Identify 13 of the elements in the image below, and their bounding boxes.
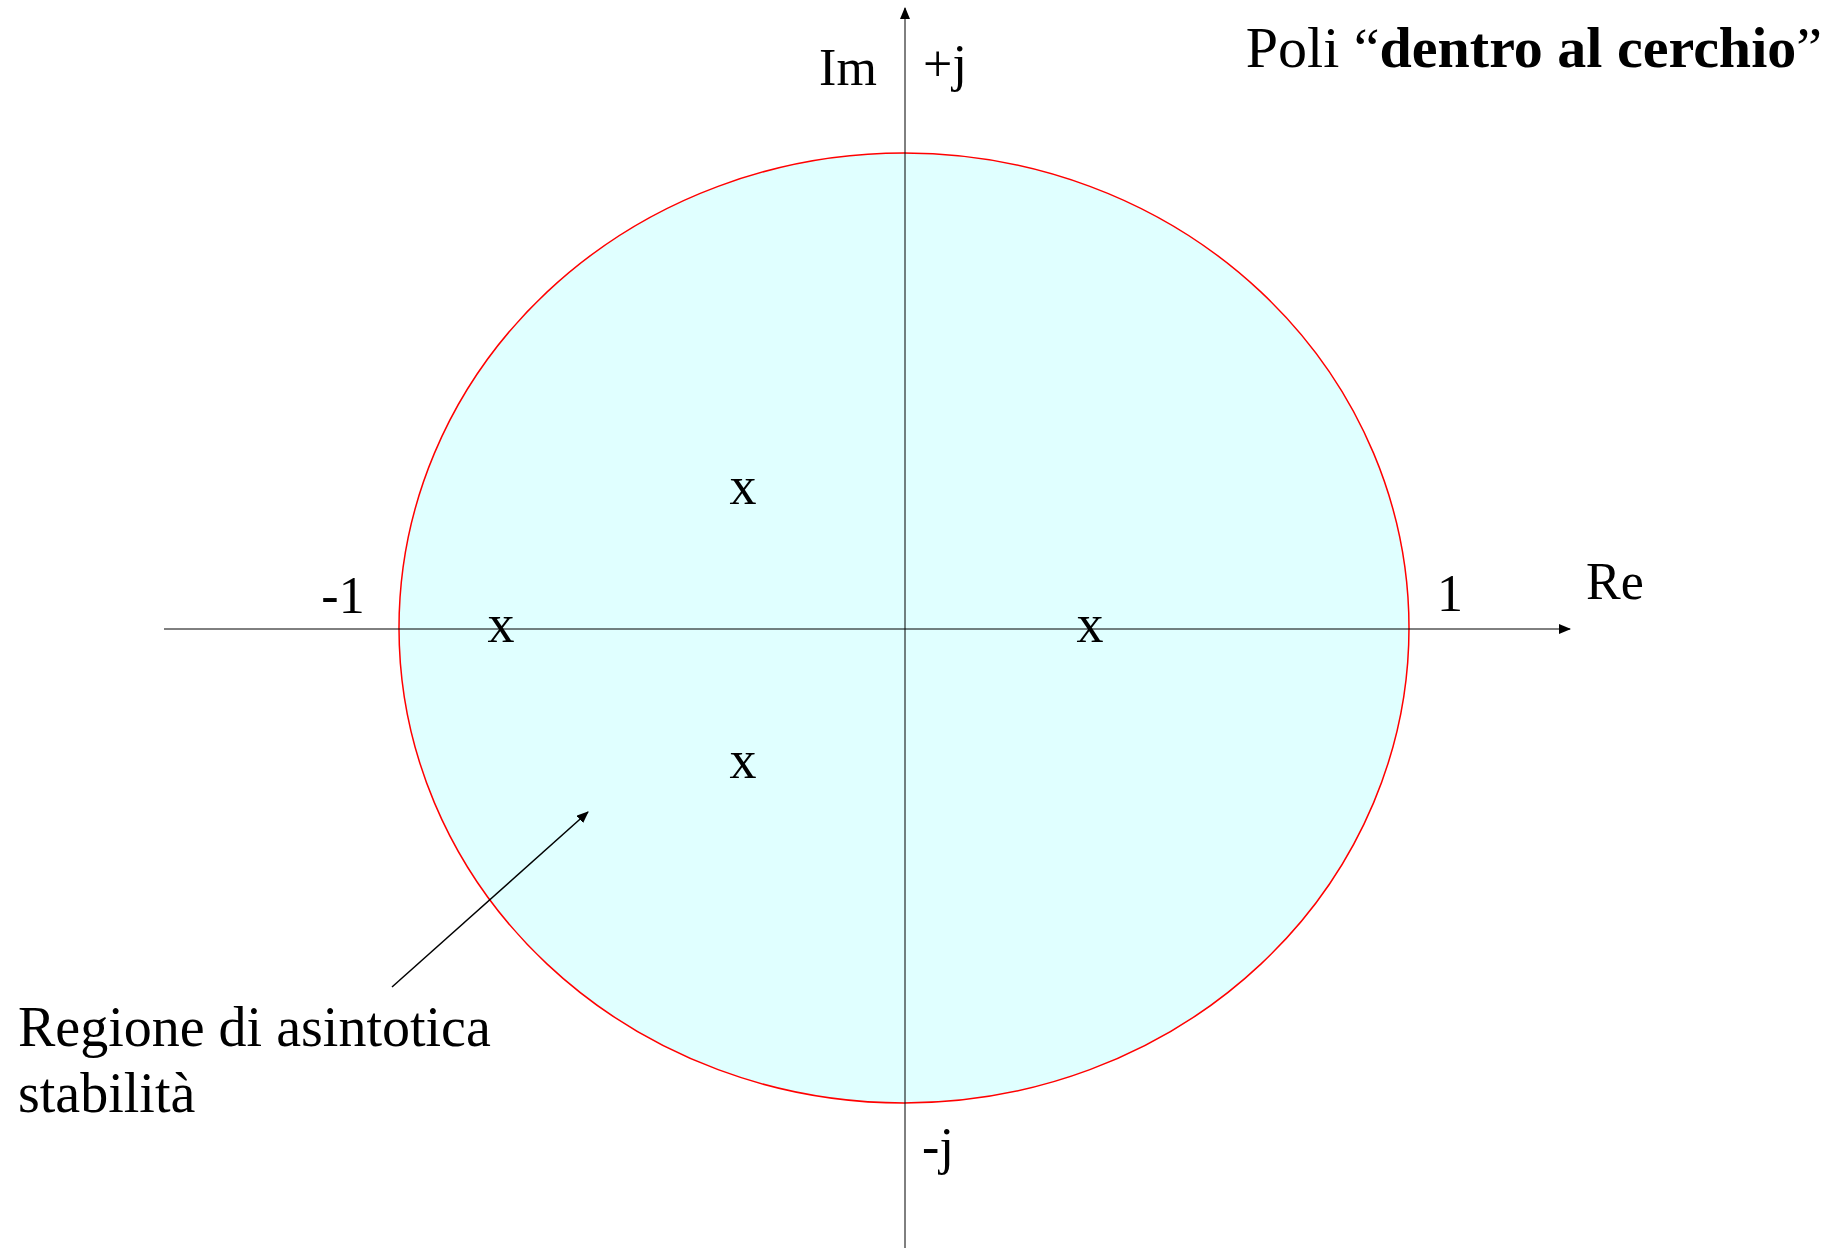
leader-arrow <box>391 811 589 988</box>
axis-label: Im <box>819 42 877 94</box>
tick-label: +j <box>923 38 967 90</box>
pole-mark: x <box>729 459 757 513</box>
tick-label: -1 <box>321 570 365 622</box>
title: Poli “dentro al cerchio” <box>1245 14 1822 81</box>
axis-label: Re <box>1586 556 1644 608</box>
pole-mark: x <box>487 597 515 651</box>
tick-label: 1 <box>1437 568 1463 620</box>
region-caption: Regione di asintotica stabilità <box>18 995 618 1127</box>
pole-mark: x <box>729 733 757 787</box>
pole-mark: x <box>1076 597 1104 651</box>
tick-label: -j <box>922 1121 954 1173</box>
